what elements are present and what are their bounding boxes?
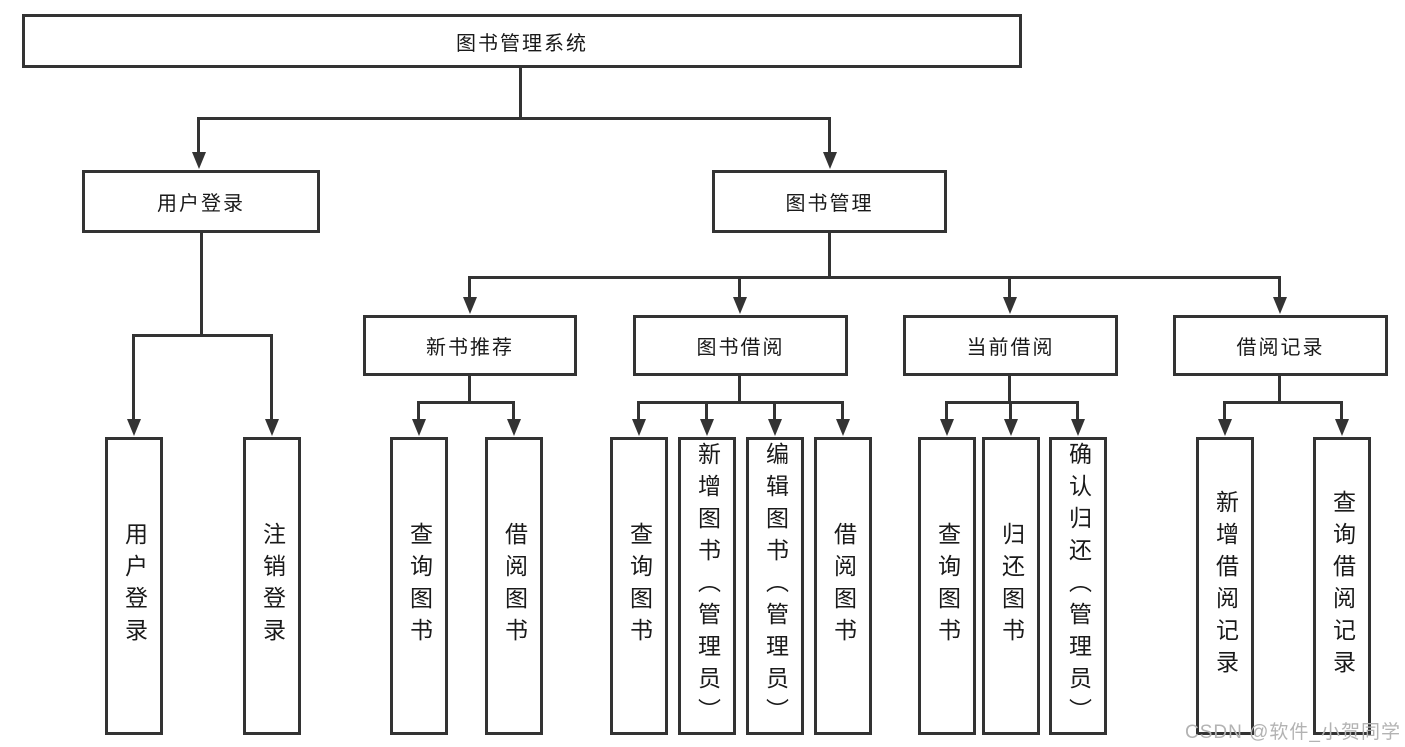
arrowhead-down-icon — [700, 419, 714, 436]
arrowhead-down-icon — [1004, 419, 1018, 436]
leaf-query-borrow-record: 查询借阅记录 — [1313, 437, 1371, 735]
leaf-query-books-recommend: 查询图书 — [390, 437, 448, 735]
connector-vline — [468, 376, 471, 403]
arrowhead-down-icon — [1071, 419, 1085, 436]
connector-vline — [1076, 403, 1079, 420]
connector-vline — [1278, 277, 1281, 298]
node-new-book-recommend: 新书推荐 — [363, 315, 577, 376]
node-book-borrow: 图书借阅 — [633, 315, 848, 376]
arrowhead-down-icon — [1335, 419, 1349, 436]
node-book-management: 图书管理 — [712, 170, 947, 233]
connector-hline — [1223, 401, 1343, 404]
connector-vline — [945, 403, 948, 420]
leaf-logout: 注销登录 — [243, 437, 301, 735]
arrowhead-down-icon — [940, 419, 954, 436]
connector-hline — [417, 401, 515, 404]
leaf-edit-book-admin: 编辑图书（管理员） — [746, 437, 804, 735]
arrowhead-down-icon — [823, 152, 837, 169]
connector-vline — [773, 403, 776, 420]
connector-vline — [270, 336, 273, 420]
leaf-return-book: 归还图书 — [982, 437, 1040, 735]
connector-hline — [197, 117, 831, 120]
arrowhead-down-icon — [632, 419, 646, 436]
watermark: CSDN @软件_小贺同学 — [1185, 722, 1401, 743]
leaf-borrow-books-recommend: 借阅图书 — [485, 437, 543, 735]
arrowhead-down-icon — [412, 419, 426, 436]
connector-vline — [705, 403, 708, 420]
connector-vline — [468, 277, 471, 298]
connector-vline — [132, 336, 135, 420]
leaf-add-borrow-record: 新增借阅记录 — [1196, 437, 1254, 735]
arrowhead-down-icon — [836, 419, 850, 436]
arrowhead-down-icon — [192, 152, 206, 169]
connector-vline — [828, 233, 831, 279]
connector-vline — [738, 376, 741, 403]
connector-vline — [200, 233, 203, 336]
node-library-system: 图书管理系统 — [22, 14, 1022, 68]
connector-vline — [1009, 403, 1012, 420]
connector-vline — [1008, 376, 1011, 403]
node-current-borrow: 当前借阅 — [903, 315, 1118, 376]
connector-vline — [637, 403, 640, 420]
connector-hline — [945, 401, 1079, 404]
leaf-query-books-current: 查询图书 — [918, 437, 976, 735]
connector-vline — [519, 68, 522, 118]
leaf-add-book-admin: 新增图书（管理员） — [678, 437, 736, 735]
connector-hline — [637, 401, 844, 404]
connector-vline — [1008, 277, 1011, 298]
arrowhead-down-icon — [1273, 297, 1287, 314]
leaf-borrow-books: 借阅图书 — [814, 437, 872, 735]
connector-vline — [1278, 376, 1281, 403]
arrowhead-down-icon — [733, 297, 747, 314]
connector-vline — [828, 118, 831, 154]
arrowhead-down-icon — [1218, 419, 1232, 436]
connector-vline — [738, 277, 741, 298]
arrowhead-down-icon — [1003, 297, 1017, 314]
leaf-user-login: 用户登录 — [105, 437, 163, 735]
arrowhead-down-icon — [507, 419, 521, 436]
connector-vline — [197, 118, 200, 154]
arrowhead-down-icon — [127, 419, 141, 436]
connector-vline — [1223, 403, 1226, 420]
node-borrow-records: 借阅记录 — [1173, 315, 1388, 376]
leaf-confirm-return-admin: 确认归还（管理员） — [1049, 437, 1107, 735]
node-user-login: 用户登录 — [82, 170, 320, 233]
connector-hline — [132, 334, 273, 337]
connector-hline — [468, 276, 1281, 279]
arrowhead-down-icon — [463, 297, 477, 314]
arrowhead-down-icon — [265, 419, 279, 436]
connector-vline — [512, 403, 515, 420]
connector-vline — [841, 403, 844, 420]
arrowhead-down-icon — [768, 419, 782, 436]
connector-vline — [1340, 403, 1343, 420]
connector-vline — [417, 403, 420, 420]
leaf-query-books-borrow: 查询图书 — [610, 437, 668, 735]
